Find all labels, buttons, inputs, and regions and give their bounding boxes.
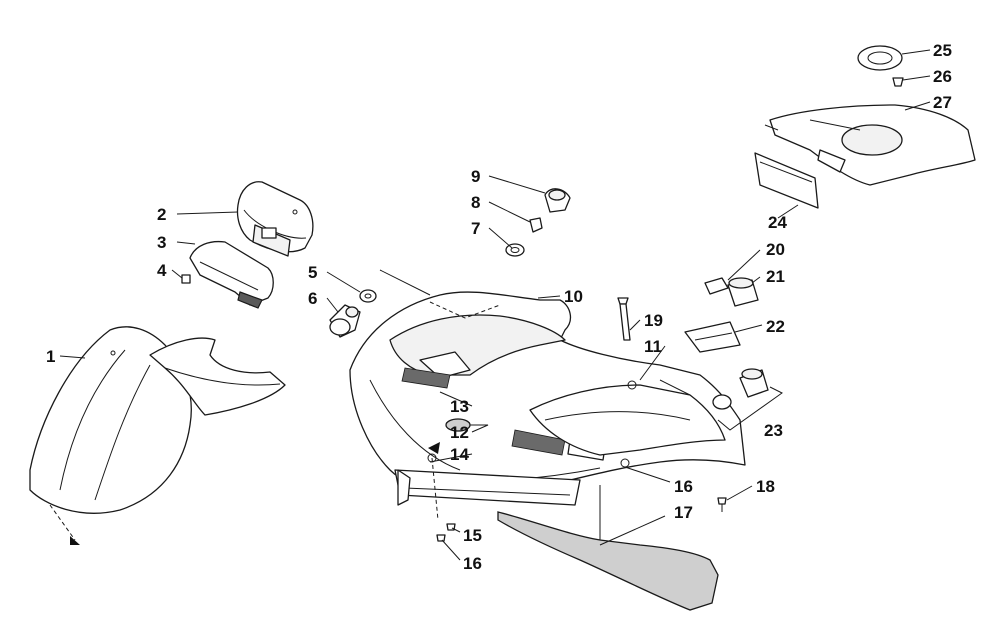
part-9-cap (544, 188, 571, 213)
callout-20: 20 (766, 240, 785, 259)
part-3-gauge-bracket (189, 240, 274, 309)
callout-7: 7 (471, 219, 480, 238)
callout-21: 21 (766, 267, 785, 286)
part-22-bracket (684, 321, 741, 353)
part-19-bolt (617, 297, 631, 341)
direction-arrow-small (428, 442, 440, 454)
part-25-ring (857, 45, 903, 71)
part-2-gauge-housing (236, 181, 314, 257)
part-1-front-fairing (29, 326, 286, 545)
callout-16-right: 16 (674, 477, 693, 496)
callout-5: 5 (308, 263, 317, 282)
assembly-line-left (431, 457, 439, 521)
callout-9: 9 (471, 167, 480, 186)
callout-23: 23 (764, 421, 783, 440)
part-23-switch-assembly (712, 368, 783, 431)
leader-lines (59, 49, 931, 561)
part-21-socket (727, 277, 759, 307)
part-17-foam-seal (497, 511, 719, 611)
part-20-connector (704, 277, 729, 295)
part-5-washer (359, 289, 377, 303)
callout-27: 27 (933, 93, 952, 112)
part-18-screw (717, 497, 727, 512)
callout-8: 8 (471, 193, 480, 212)
callout-19: 19 (644, 311, 663, 330)
callout-12: 12 (450, 423, 469, 442)
callout-22: 22 (766, 317, 785, 336)
part-24-lens (754, 152, 819, 209)
callout-1: 1 (46, 347, 55, 366)
part-4-screw (181, 274, 191, 284)
part-8-pin (529, 217, 543, 233)
callout-2: 2 (157, 205, 166, 224)
callout-11: 11 (644, 337, 662, 356)
callout-14: 14 (450, 445, 469, 464)
callout-10: 10 (564, 287, 583, 306)
part-16-screw-left (436, 534, 446, 542)
callout-17: 17 (674, 503, 693, 522)
callout-13: 13 (450, 397, 469, 416)
callout-3: 3 (157, 233, 166, 252)
callout-18: 18 (756, 477, 775, 496)
callout-labels: 1 2 3 4 5 6 7 8 9 10 11 12 13 14 15 16 1… (46, 41, 952, 573)
callout-26: 26 (933, 67, 952, 86)
callout-24: 24 (768, 213, 787, 232)
callout-4: 4 (157, 261, 167, 280)
callout-15: 15 (463, 526, 482, 545)
part-10-main-console (349, 291, 746, 506)
callout-25: 25 (933, 41, 952, 60)
callout-16-left: 16 (463, 554, 482, 573)
part-7-grommet (505, 243, 525, 257)
part-27-upper-cover (764, 104, 976, 186)
part-26-bolt (892, 77, 904, 87)
part-6-switch (329, 304, 361, 338)
callout-6: 6 (308, 289, 317, 308)
